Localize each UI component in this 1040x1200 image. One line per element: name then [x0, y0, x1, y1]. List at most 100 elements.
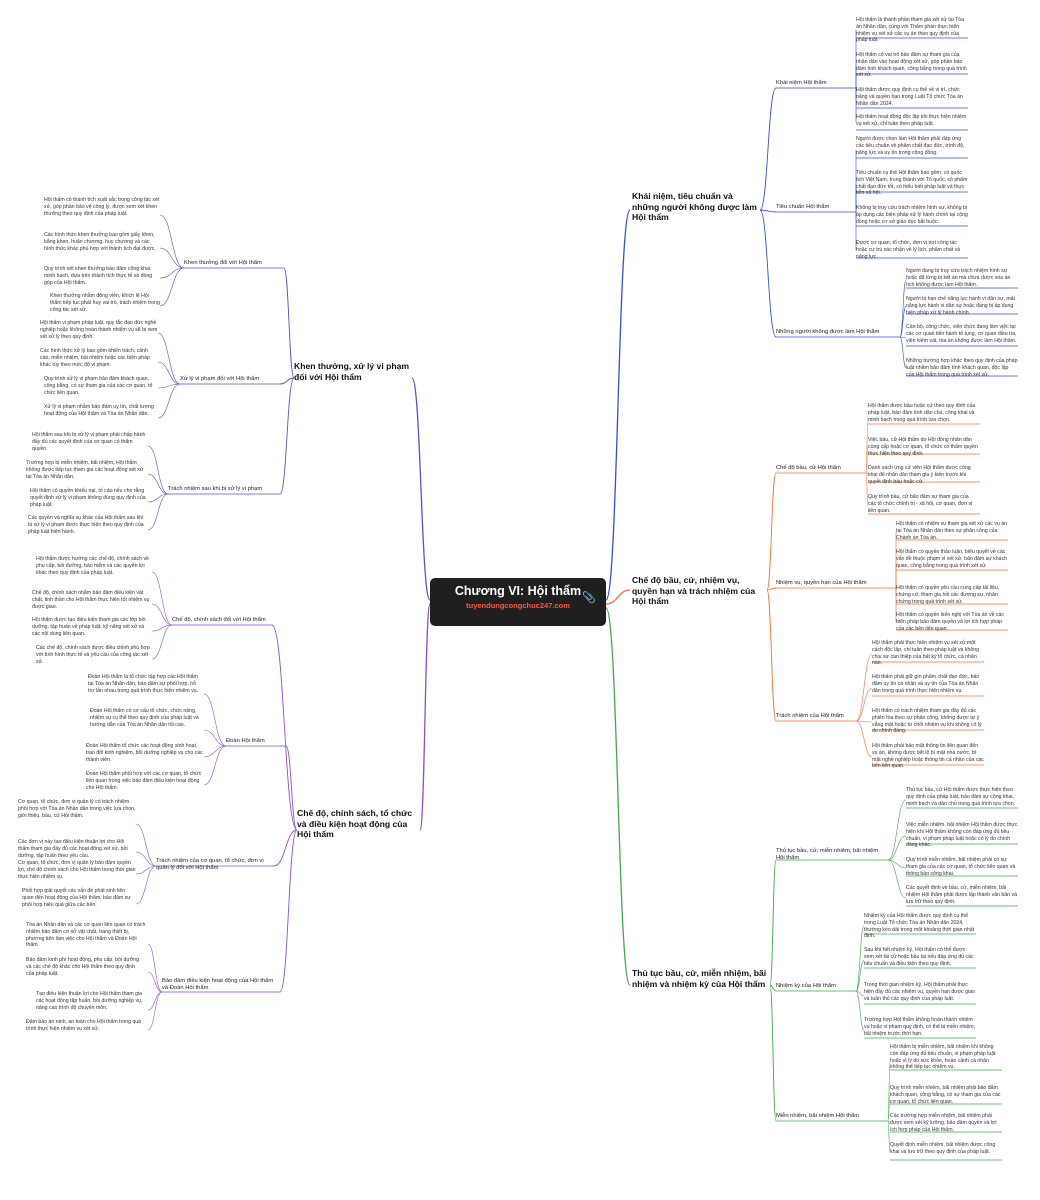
sub-standards[interactable]: Tiêu chuẩn Hội thẩm: [776, 204, 830, 210]
connector: [283, 267, 295, 379]
connector: [899, 279, 907, 338]
leaf: Quyết định miễn nhiệm, bãi nhiệm được cô…: [890, 1142, 996, 1155]
leaf: Đảm bảo an ninh, an toàn cho Hội thẩm tr…: [26, 1019, 142, 1032]
sub-concept[interactable]: Khái niệm Hội thẩm: [776, 80, 827, 86]
connector: [769, 859, 777, 986]
sub-procedure[interactable]: Thủ tục bầu, cử, miễn nhiệm, bãi nhiệm H…: [776, 848, 879, 862]
leaf: Đoàn Hội thẩm phối hợp với các cơ quan, …: [86, 771, 202, 791]
connector: [159, 267, 185, 279]
leaf: Tòa án Nhân dân và các cơ quan liên quan…: [26, 922, 146, 949]
leaf: Hội thẩm có nhiệm vụ tham gia xét xử các…: [896, 521, 1008, 541]
connector: [159, 267, 185, 307]
leaf: Đoàn Hội thẩm là tổ chức tập hợp các Hội…: [88, 674, 199, 694]
leaf: Hội thẩm phải bảo mật thông tin liên qua…: [872, 743, 984, 770]
branch-policy-organization[interactable]: Chế độ, chính sách, tổ chức và điều kiện…: [297, 808, 413, 840]
sub-election[interactable]: Chế độ bầu, cử Hội thẩm: [776, 465, 841, 471]
connector: [147, 493, 169, 531]
sub-management[interactable]: Trách nhiệm của cơ quan, tổ chức, đơn vị…: [156, 858, 264, 872]
connector: [899, 336, 907, 369]
leaf: Các trường hợp miễn nhiệm, bãi nhiệm phả…: [890, 1113, 997, 1133]
sub-duties[interactable]: Nhiệm vụ, quyền hạn của Hội thẩm: [776, 580, 867, 586]
leaf: Cơ quan, tổ chức, đơn vị quản lý bảo đảm…: [18, 860, 136, 880]
sub-dismissal[interactable]: Miễn nhiệm, bãi nhiệm Hội thẩm: [776, 1113, 860, 1119]
leaf: Thủ tục bầu, cử Hội thẩm được thực hiện …: [906, 787, 1016, 807]
leaf: Sau khi hết nhiệm kỳ, Hội thẩm có thể đư…: [864, 947, 974, 967]
sub-delegation[interactable]: Đoàn Hội thẩm: [226, 738, 265, 744]
connector: [147, 991, 163, 1031]
leaf: Người được chọn làm Hội thẩm phải đáp ứn…: [856, 136, 965, 156]
leaf: Người bị hạn chế năng lực hành vi dân sự…: [906, 296, 1015, 316]
paperclip-icon: 📎: [582, 592, 596, 604]
branch-reward-discipline[interactable]: Khen thưởng, xử lý vi phạm đối với Hội t…: [294, 361, 410, 382]
connector: [411, 377, 431, 601]
leaf: Hội thẩm phải thực hiện nhiệm vụ xét xử …: [872, 640, 979, 667]
connector: [899, 336, 907, 339]
connector: [147, 473, 169, 495]
connector: [865, 472, 869, 507]
leaf: Những trường hợp khác theo quy định của …: [906, 358, 1018, 378]
leaf: Hội thẩm có quyền yêu cầu cung cấp tài l…: [896, 585, 1000, 605]
leaf: Nhiệm kỳ của Hội thẩm được quy định cụ t…: [864, 913, 975, 940]
leaf: Quy trình xử lý vi phạm bảo đảm khách qu…: [44, 376, 153, 396]
leaf: Hội thẩm có trách nhiệm tham gia đầy đủ …: [872, 708, 982, 735]
connector: [147, 445, 169, 495]
leaf: Không bị truy cứu trách nhiệm hình sự, k…: [856, 205, 968, 225]
connector: [769, 984, 777, 1122]
leaf: Hội thẩm vi phạm pháp luật, quy tắc đạo …: [40, 320, 158, 340]
leaf: Danh sách ứng cử viên Hội thẩm được công…: [868, 465, 971, 485]
leaf: Các đơn vị này tạo điều kiện thuận lợi c…: [18, 839, 128, 859]
connector: [855, 720, 873, 758]
leaf: Hội thẩm được quy định cụ thể về vị trí,…: [856, 87, 963, 107]
connector: [899, 305, 907, 338]
leaf: Quy trình xét khen thưởng bảo đảm công k…: [44, 266, 153, 286]
connector: [605, 607, 631, 986]
sub-reward[interactable]: Khen thưởng đối với Hội thẩm: [184, 260, 262, 266]
leaf: Hội thẩm được tạo điều kiện tham gia các…: [32, 617, 146, 637]
connector: [855, 990, 865, 997]
leaf: Trong thời gian nhiệm kỳ, Hội thẩm phải …: [864, 982, 975, 1002]
root-subtitle: tuyendungcongchuc247.com: [466, 601, 570, 610]
connector: [759, 209, 777, 338]
connector: [147, 991, 163, 1011]
leaf: Việc bầu, cử Hội thẩm do Hội đồng nhân d…: [868, 437, 978, 457]
leaf: Bảo đảm kinh phí hoạt động, phụ cấp, bồi…: [26, 957, 140, 977]
connector: [157, 383, 181, 389]
leaf: Hội thẩm là thành phần tham gia xét xử t…: [856, 17, 965, 44]
sub-term[interactable]: Nhiệm kỳ của Hội thẩm: [776, 983, 836, 989]
leaf: Trường hợp bị miễn nhiệm, bãi nhiệm, Hội…: [26, 460, 144, 480]
connector: [147, 943, 163, 993]
leaf: Quy trình miễn nhiệm, bãi nhiệm phải bảo…: [890, 1085, 1001, 1105]
connector: [203, 729, 227, 747]
sub-conditions[interactable]: Bảo đảm điều kiện hoạt động của Hội thẩm…: [162, 978, 274, 992]
leaf: Quy trình bầu, cử bảo đảm sự tham gia củ…: [868, 494, 973, 514]
connector: [759, 209, 777, 213]
connector: [855, 720, 873, 723]
connector: [271, 624, 298, 831]
branch-concept-standards[interactable]: Khái niệm, tiêu chuẩn và những người khô…: [632, 191, 757, 223]
sub-after-discipline[interactable]: Trách nhiệm sau khi bị xử lý vi phạm: [168, 486, 263, 492]
leaf: Hội thẩm hoạt động độc lập khi thực hiện…: [856, 114, 967, 127]
connector: [855, 925, 865, 992]
connector: [147, 971, 163, 993]
branch-procedure-term[interactable]: Thủ tục bầu, cử, miễn nhiệm, bãi nhiệm v…: [632, 968, 767, 989]
sub-responsibility[interactable]: Trách nhiệm của Hội thẩm: [776, 713, 844, 719]
sub-ineligible[interactable]: Những người không được làm Hội thẩm: [776, 329, 880, 335]
leaf: Các chế độ, chính sách được điều chỉnh p…: [36, 645, 150, 665]
connector: [157, 383, 181, 419]
connector: [855, 959, 865, 992]
connector: [151, 624, 173, 632]
leaf: Hội thẩm có quyền kiến nghị với Tòa án v…: [896, 612, 1004, 632]
leaf: Khen thưởng nhằm động viên, khích lệ Hội…: [50, 293, 160, 313]
sub-policy[interactable]: Chế độ, chính sách đối với Hội thẩm: [172, 617, 266, 623]
connector: [887, 1120, 891, 1153]
connector: [147, 493, 169, 503]
connector: [887, 1095, 891, 1122]
connector: [151, 571, 173, 626]
connector: [157, 361, 181, 385]
leaf: Cơ quan, tổ chức, đơn vị quản lý có trác…: [18, 799, 136, 819]
root-node[interactable]: Chương VI: Hội thẩm tuyendungcongchuc247…: [430, 578, 606, 626]
leaf: Hội thẩm có vai trò bảo đảm sự tham gia …: [856, 52, 967, 79]
sub-discipline[interactable]: Xử lý vi phạm đối với Hội thẩm: [180, 376, 260, 382]
branch-election-duties[interactable]: Chế độ bầu, cử, nhiệm vụ, quyền hạn và t…: [632, 575, 756, 607]
